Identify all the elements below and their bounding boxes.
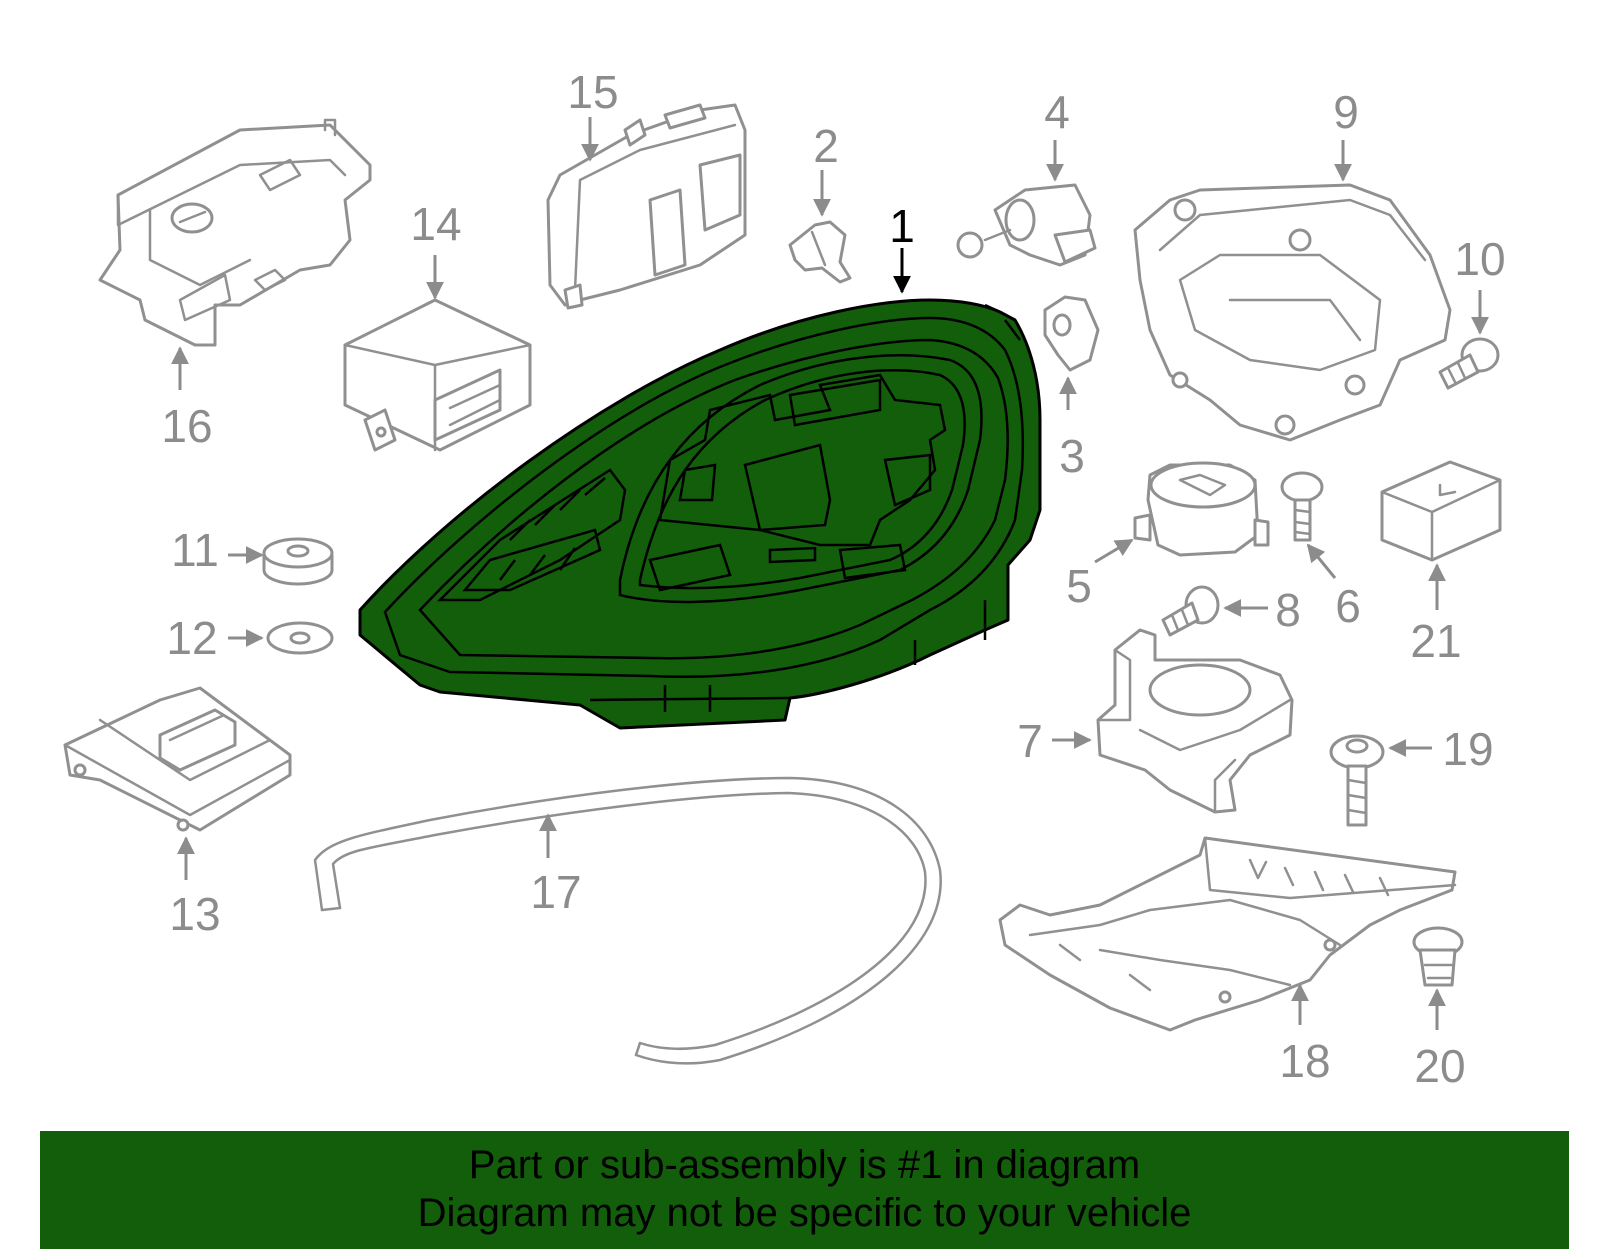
- part-4-socket[interactable]: [956, 183, 1097, 267]
- part-7-bracket[interactable]: [1096, 628, 1294, 814]
- callout-3: 3: [1059, 430, 1085, 482]
- callout-20: 20: [1414, 1040, 1465, 1092]
- banner-line-disclaimer: Diagram may not be specific to your vehi…: [417, 1191, 1192, 1235]
- part-21-block[interactable]: [1380, 460, 1502, 562]
- callout-13: 13: [169, 888, 220, 940]
- callout-8: 8: [1275, 584, 1301, 636]
- part-16-bracket[interactable]: [98, 118, 372, 347]
- callout-16: 16: [161, 400, 212, 452]
- part-9-housing[interactable]: [1133, 183, 1452, 442]
- part-17-seal[interactable]: [313, 776, 942, 1065]
- info-banner: Part or sub-assembly is #1 in diagram Di…: [40, 1131, 1569, 1249]
- callout-18: 18: [1279, 1035, 1330, 1087]
- callout-15: 15: [567, 66, 618, 118]
- callout-6: 6: [1335, 580, 1361, 632]
- part-2-bulb[interactable]: [788, 220, 852, 284]
- callout-19: 19: [1442, 723, 1493, 775]
- banner-line-part: Part or sub-assembly is #1 in diagram: [468, 1143, 1141, 1187]
- part-10-screw[interactable]: [1438, 337, 1500, 390]
- callout-7: 7: [1017, 715, 1043, 767]
- part-3-clip[interactable]: [1043, 295, 1100, 372]
- part-20-clip[interactable]: [1412, 926, 1464, 987]
- callout-21: 21: [1410, 615, 1461, 667]
- callout-14: 14: [410, 198, 461, 250]
- leader-lines: [171, 117, 1489, 1030]
- part-8-screw[interactable]: [1161, 585, 1220, 637]
- part-18-plate[interactable]: [998, 836, 1457, 1032]
- callouts: 1 2 3 4 5 6 7 8 9 10 11 12 13 14 15 16 1…: [161, 66, 1505, 1092]
- callout-9: 9: [1333, 86, 1359, 138]
- part-19-bolt[interactable]: [1329, 734, 1385, 827]
- callout-1: 1: [889, 200, 915, 252]
- part-14-module[interactable]: [343, 298, 532, 452]
- part-5-adjuster[interactable]: [1133, 461, 1270, 557]
- part-12-washer[interactable]: [266, 621, 334, 655]
- part-15-control-unit[interactable]: [546, 103, 747, 310]
- callout-4: 4: [1044, 86, 1070, 138]
- callout-2: 2: [813, 120, 839, 172]
- callout-11: 11: [171, 524, 219, 576]
- part-1-headlight-assembly[interactable]: [358, 298, 1042, 730]
- callout-12: 12: [166, 612, 217, 664]
- part-11-grommet[interactable]: [262, 537, 334, 586]
- callout-10: 10: [1454, 233, 1505, 285]
- callout-17: 17: [530, 866, 581, 918]
- part-6-screw[interactable]: [1280, 471, 1324, 542]
- callout-5: 5: [1066, 560, 1092, 612]
- part-13-led-module[interactable]: [63, 686, 292, 832]
